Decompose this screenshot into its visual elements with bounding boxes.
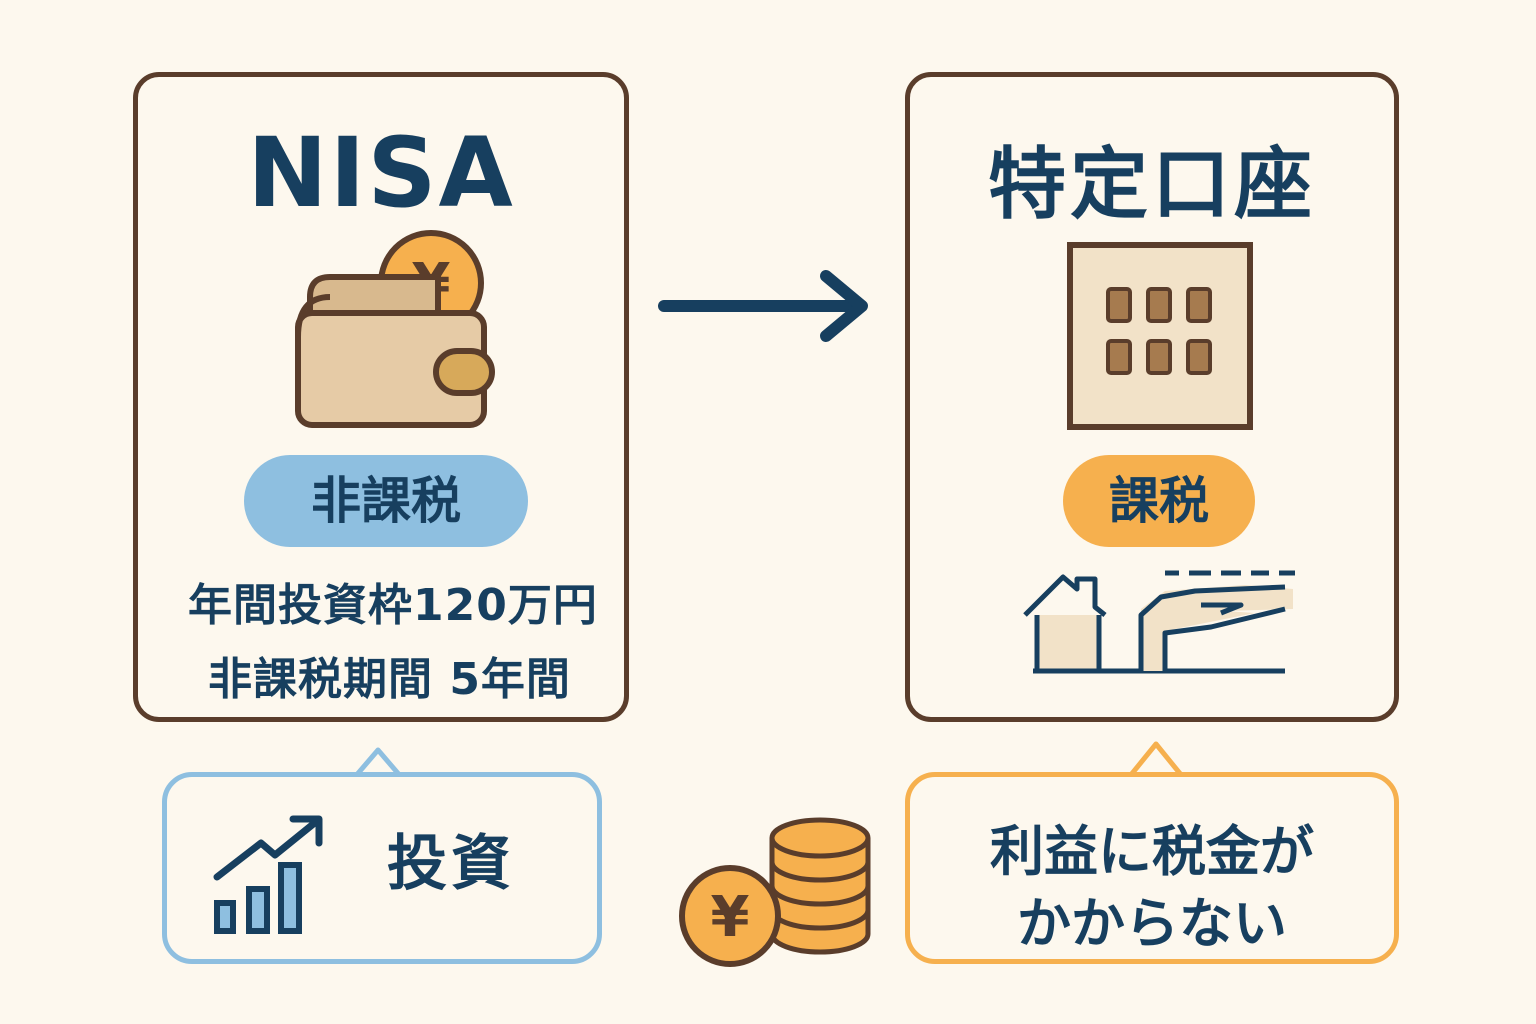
house-hand-icon <box>1023 570 1295 674</box>
wallet-icon: ¥ <box>295 230 495 428</box>
growth-chart-icon <box>213 815 323 934</box>
tokutei-title: 特定口座 <box>987 140 1316 230</box>
tax-free-period: 非課税期間 5年間 <box>208 654 571 705</box>
invest-bubble-tail <box>352 747 404 780</box>
tokutei-account-card: 特定口座 課税 <box>905 72 1399 722</box>
taxable-badge: 課税 <box>1063 455 1255 547</box>
tax-free-badge: 非課税 <box>244 455 528 547</box>
invest-bubble: 投資 <box>162 772 602 964</box>
yen-coin-stack-icon: ¥ <box>679 817 871 967</box>
nisa-title: NISA <box>247 117 515 229</box>
coin-yen-symbol: ¥ <box>711 885 750 950</box>
tax-bubble-tail <box>1128 741 1184 778</box>
no-tax-line-1: 利益に税金が <box>990 820 1314 883</box>
arrow-right-icon <box>658 270 868 342</box>
no-tax-line-2: かからない <box>1017 892 1287 955</box>
annual-investment-limit: 年間投資枠120万円 <box>188 580 598 631</box>
no-tax-bubble: 利益に税金が かからない <box>905 772 1399 964</box>
nisa-card: NISA ¥ 非課税 年間投資枠120万円 非課税期間 5年間 <box>133 72 629 722</box>
building-icon <box>1067 242 1253 430</box>
invest-label: 投資 <box>387 829 515 899</box>
